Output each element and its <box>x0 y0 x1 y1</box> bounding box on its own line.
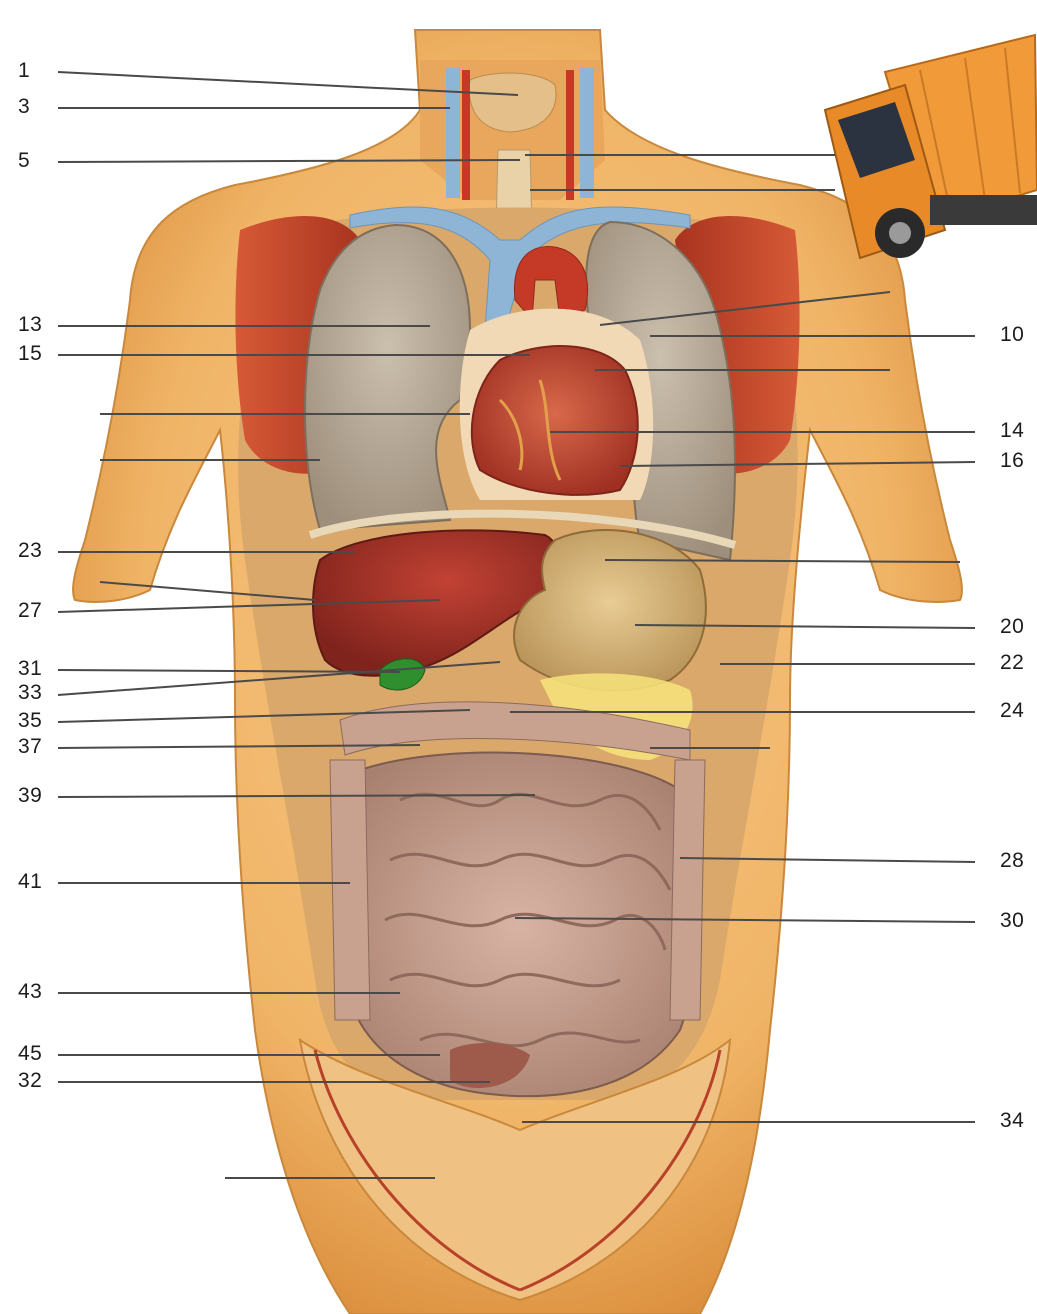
label-1: 1 <box>18 60 30 81</box>
label-14: 14 <box>1000 420 1024 441</box>
label-13: 13 <box>18 314 42 335</box>
label-24: 24 <box>1000 700 1024 721</box>
label-28: 28 <box>1000 850 1024 871</box>
heart <box>472 346 638 495</box>
label-20: 20 <box>1000 616 1024 637</box>
label-27: 27 <box>18 600 42 621</box>
label-30: 30 <box>1000 910 1024 931</box>
carotid-artery-left <box>462 70 470 200</box>
label-32: 32 <box>18 1070 42 1091</box>
descending-colon <box>670 760 705 1020</box>
label-10: 10 <box>1000 324 1024 345</box>
garbage-truck-icon <box>825 35 1037 258</box>
label-15: 15 <box>18 343 42 364</box>
jugular-vein-left <box>446 68 460 198</box>
label-39: 39 <box>18 785 42 806</box>
jugular-vein-right <box>580 68 594 198</box>
label-35: 35 <box>18 710 42 731</box>
label-16: 16 <box>1000 450 1024 471</box>
ascending-colon <box>330 760 370 1020</box>
label-3: 3 <box>18 96 30 117</box>
label-5: 5 <box>18 150 30 171</box>
label-23: 23 <box>18 540 42 561</box>
label-37: 37 <box>18 736 42 757</box>
label-41: 41 <box>18 871 42 892</box>
label-22: 22 <box>1000 652 1024 673</box>
label-34: 34 <box>1000 1110 1024 1131</box>
label-33: 33 <box>18 682 42 703</box>
carotid-artery-right <box>566 70 574 200</box>
label-31: 31 <box>18 658 42 679</box>
label-45: 45 <box>18 1043 42 1064</box>
label-43: 43 <box>18 981 42 1002</box>
